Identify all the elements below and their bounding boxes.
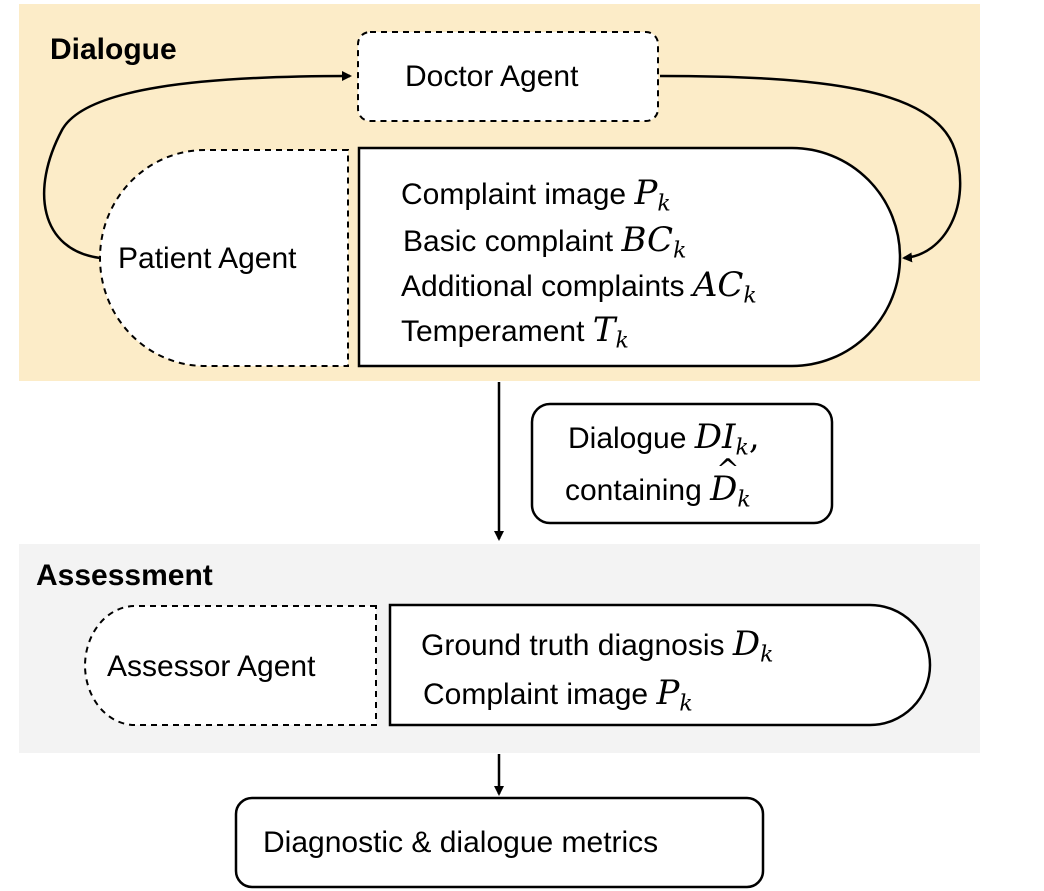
input-complaint-image: Complaint image Pk xyxy=(401,176,671,216)
patient-inputs-box xyxy=(357,146,902,368)
assessment-inputs-box xyxy=(388,603,932,727)
doctor-agent-label: Doctor Agent xyxy=(405,60,579,93)
math-symbol: Pk xyxy=(656,673,693,717)
input-label: Basic complaint xyxy=(403,225,614,258)
patient-agent-box xyxy=(98,149,349,367)
dialogue-output-line1: Dialogue DIk, xyxy=(568,420,760,460)
math-symbol: BCk xyxy=(621,220,687,264)
math-symbol: Tk xyxy=(592,310,629,354)
doctor-agent-box xyxy=(357,31,659,122)
input-label: Temperament xyxy=(401,315,585,348)
input-temperament: Temperament Tk xyxy=(401,313,629,353)
math-symbol: DIk, xyxy=(694,417,760,461)
input-additional-complaints: Additional complaints ACk xyxy=(401,268,757,308)
dialogue-output-line2: containing Dk xyxy=(565,456,751,512)
dialogue-section-title: Dialogue xyxy=(50,33,177,66)
math-symbol: Dk xyxy=(710,456,751,511)
dialogue-output-label: Dialogue xyxy=(568,422,687,455)
doctor-to-patient-arrow xyxy=(659,74,962,263)
input-basic-complaint: Basic complaint BCk xyxy=(403,223,686,263)
patient-to-doctor-arrow xyxy=(42,71,352,260)
assessor-agent-box xyxy=(83,605,377,726)
assessment-section-title: Assessment xyxy=(36,559,213,592)
assessor-agent-label: Assessor Agent xyxy=(107,650,316,683)
input-complaint-image-assessment: Complaint image Pk xyxy=(423,676,693,716)
math-symbol: Pk xyxy=(634,173,671,217)
metrics-box xyxy=(234,796,765,889)
patient-agent-label: Patient Agent xyxy=(118,242,297,275)
dialogue-output-label: containing xyxy=(565,474,702,507)
input-label: Complaint image xyxy=(401,178,627,211)
input-ground-truth-diagnosis: Ground truth diagnosis Dk xyxy=(421,627,773,667)
input-label: Additional complaints xyxy=(401,270,685,303)
metrics-label: Diagnostic & dialogue metrics xyxy=(263,826,659,859)
math-symbol: ACk xyxy=(692,265,757,309)
input-label: Ground truth diagnosis xyxy=(421,629,725,662)
math-symbol: Dk xyxy=(732,624,774,668)
input-label: Complaint image xyxy=(423,678,649,711)
dialogue-output-box xyxy=(530,402,834,525)
